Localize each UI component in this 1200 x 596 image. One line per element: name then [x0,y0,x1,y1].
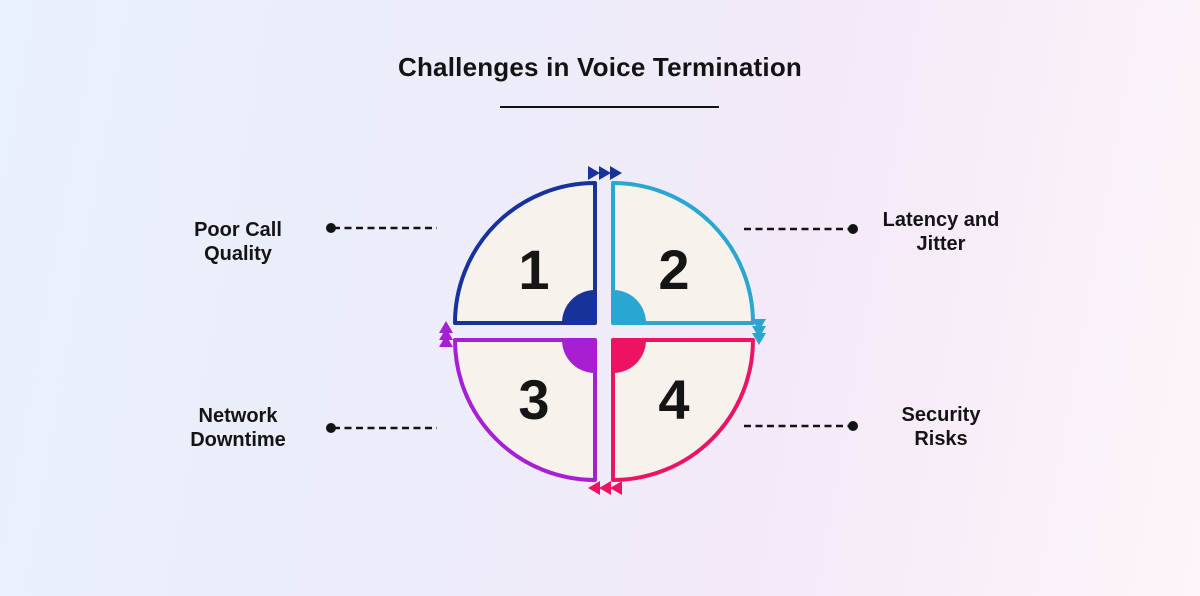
chevrons-up-icon [439,321,453,347]
quadrant-4-slice [611,338,755,482]
title-underline [500,106,719,108]
quadrant-3-center-disc [562,340,595,373]
chevrons-left-icon [588,481,622,495]
quadrant-4-center-disc [613,340,646,373]
label-security-risks: Security Risks [851,403,1031,451]
quadrant-2-number: 2 [658,238,689,301]
quadrant-3-slice [453,338,597,482]
label-line: Poor Call [194,219,282,241]
label-poor-call-quality: Poor Call Quality [148,218,328,266]
connector-poor-call-quality [326,223,437,233]
quadrant-2-center-disc [613,290,646,323]
label-latency-jitter: Latency and Jitter [851,208,1031,256]
label-line: Downtime [190,429,286,451]
label-line: Jitter [916,233,966,255]
label-network-downtime: Network Downtime [148,404,328,452]
connector-network-downtime [326,423,437,433]
connector-security-risks [744,421,858,431]
quadrant-1-center-disc [562,290,595,323]
label-line: Security [901,404,981,426]
quadrant-4-number: 4 [658,368,689,431]
label-line: Latency and [882,209,1000,231]
label-line: Network [198,405,278,427]
label-line: Quality [204,243,272,265]
quadrant-3-number: 3 [518,368,549,431]
connector-latency-jitter [744,224,858,234]
quadrant-1-number: 1 [518,238,549,301]
quadrant-2-slice [611,181,755,325]
chevrons-right-icon [588,166,622,180]
page-title: Challenges in Voice Termination [398,52,802,82]
label-line: Risks [914,428,968,450]
quadrant-1-slice [453,181,597,325]
chevrons-down-icon [752,319,766,345]
